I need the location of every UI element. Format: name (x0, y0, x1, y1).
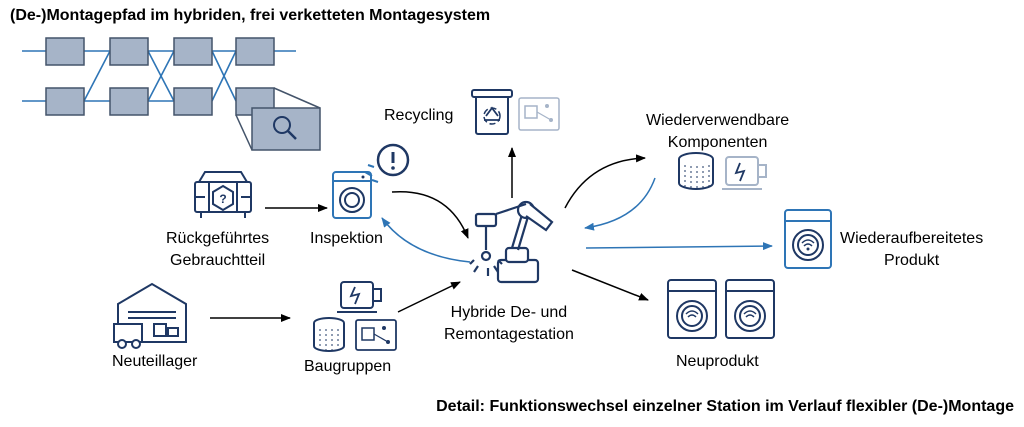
label-refurbished: Wiederaufbereitetes Produkt (840, 228, 983, 272)
label-refurbished-line1: Wiederaufbereitetes (840, 230, 984, 247)
label-station-line2: Remontagestation (444, 326, 574, 343)
arrow-inspection-to-station (391, 190, 469, 239)
arrow-station-to-refurbished (585, 242, 773, 251)
station-node (173, 37, 213, 66)
label-station-line1: Hybride De- und (450, 304, 568, 321)
network-stations (45, 37, 275, 116)
label-recycling: Recycling (384, 107, 454, 124)
station-node (173, 87, 213, 116)
magnifier-icon (273, 116, 291, 134)
inspection-machine-icon (332, 171, 372, 219)
robot-arm-icon (469, 200, 554, 284)
station-node (45, 87, 85, 116)
label-reuse-line1: Wiederverwendbare (646, 112, 790, 129)
label-inspection: Inspektion (310, 230, 383, 247)
arrow-station-to-reuse (564, 154, 646, 209)
station-node (45, 37, 85, 66)
label-reuse-line2: Komponenten (667, 134, 768, 151)
assembly-filter-icon (313, 317, 345, 352)
alert-icon (376, 143, 410, 177)
circuit-board-icon (518, 97, 560, 131)
refurbished-machine-icon (784, 209, 832, 269)
assembly-circuit-icon (355, 319, 397, 351)
recycling-bin-icon (471, 89, 513, 135)
assembly-network (22, 37, 321, 151)
diagram-caption: Detail: Funktionswechsel einzelner Stati… (436, 398, 1014, 415)
arrow-station-to-inspection (381, 217, 471, 263)
arrow-station-to-new-product (571, 269, 649, 301)
motor-icon (722, 156, 767, 190)
svg-text:?: ? (219, 192, 226, 206)
detail-box (251, 107, 321, 151)
new-machine-icon-2 (725, 279, 775, 339)
crate-icon: ? (194, 171, 252, 218)
label-reuse: Wiederverwendbare Komponenten (646, 110, 789, 154)
station-node (109, 37, 149, 66)
label-returned: Rückgeführtes Gebrauchtteil (166, 228, 269, 272)
label-station: Hybride De- und Remontagestation (444, 302, 574, 346)
new-machine-icon-1 (667, 279, 717, 339)
station-node (235, 37, 275, 66)
diagram-title: (De-)Montagepfad im hybriden, frei verke… (10, 7, 491, 24)
label-returned-line1: Rückgeführtes (166, 230, 270, 247)
label-new-product: Neuprodukt (676, 353, 759, 370)
alert-rays (364, 164, 379, 183)
label-refurbished-line2: Produkt (884, 252, 940, 269)
arrow-assemblies-to-station (397, 281, 461, 313)
warehouse-icon (113, 282, 187, 349)
assembly-motor-icon (337, 281, 382, 313)
label-assemblies: Baugruppen (304, 358, 392, 375)
flow-arrows (210, 147, 773, 322)
label-returned-line2: Gebrauchtteil (170, 252, 266, 269)
arrow-reuse-to-station (584, 177, 656, 231)
zoom-detail (235, 87, 321, 151)
label-new-parts: Neuteillager (112, 353, 198, 370)
filter-icon (678, 152, 714, 190)
station-node (109, 87, 149, 116)
